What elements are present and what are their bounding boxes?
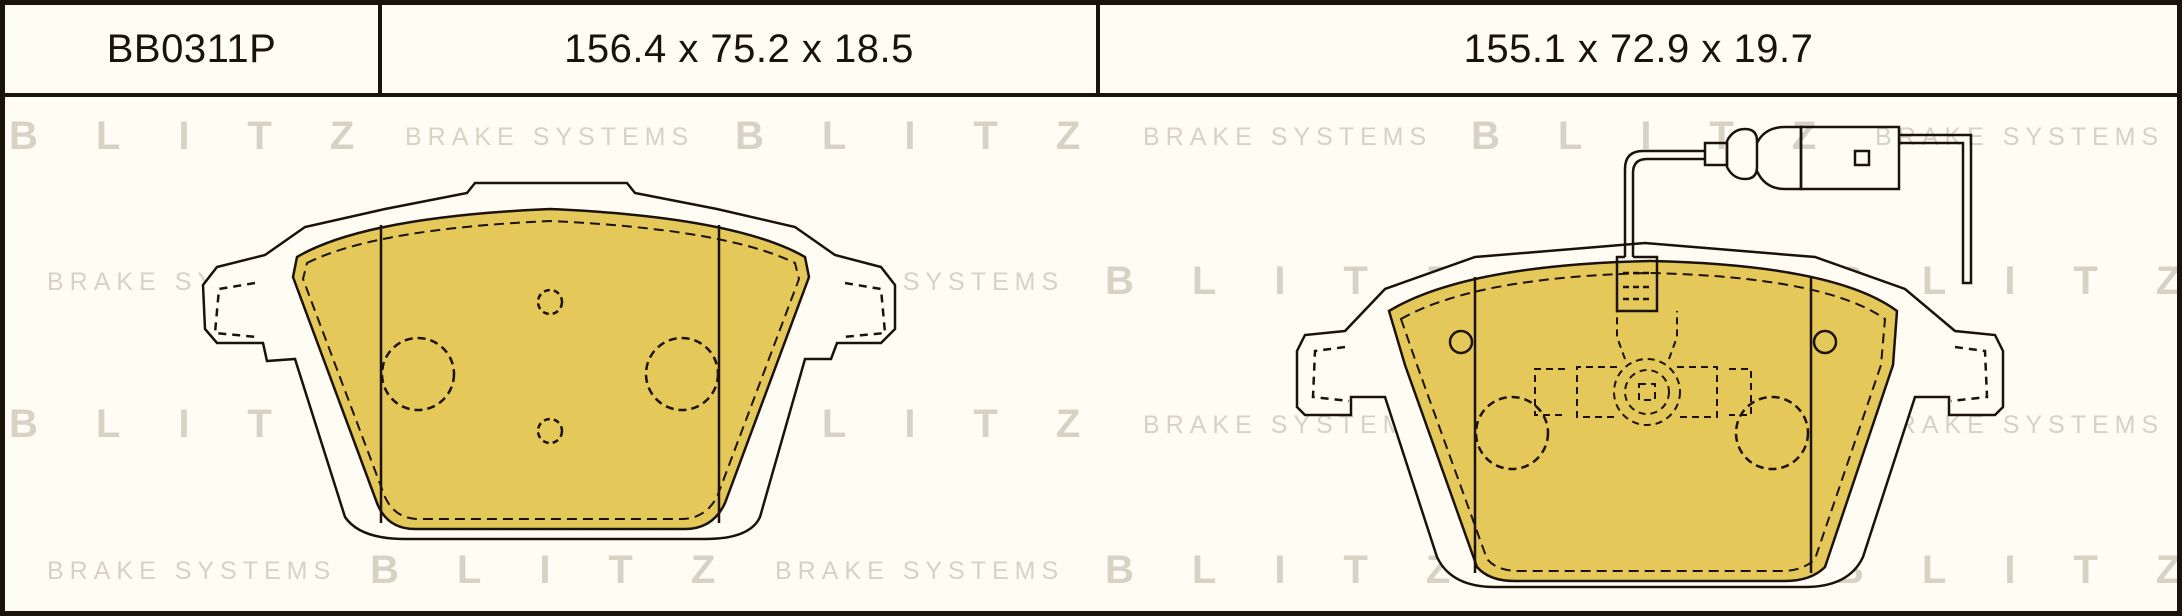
sensor-connector [1799, 125, 1901, 191]
technical-drawing: BLITZ BRAKE SYSTEMS BLITZ BRAKE SYSTEMS … [9, 114, 2177, 592]
left-backing-plate-hidden-edge [213, 281, 887, 339]
watermark-tagline: BRAKE SYSTEMS [1143, 123, 1432, 151]
sensor-grommet [1725, 127, 1759, 181]
watermark-tagline: BRAKE SYSTEMS [1875, 411, 2164, 439]
watermark-brand: BLITZ [1835, 548, 2177, 592]
right-guide-hole [1734, 395, 1810, 471]
sensor-clip [1899, 133, 1973, 285]
sensor-mount [1615, 255, 1659, 313]
right-friction-hidden-outline [1399, 271, 1887, 572]
sensor-mount-detail [1623, 271, 1651, 301]
part-number: BB0311P [5, 5, 382, 93]
left-friction-hidden-outline [301, 219, 801, 520]
watermark-brand: BLITZ [9, 402, 412, 446]
left-anti-noise-pin [536, 417, 564, 445]
watermark-brand: BLITZ [1105, 548, 1508, 592]
header-table: BB0311P 156.4 x 75.2 x 18.5 155.1 x 72.9… [5, 5, 2177, 97]
dimensions-left-pad: 156.4 x 75.2 x 18.5 [382, 5, 1100, 93]
right-backing-plate-hidden-edge [1311, 345, 1989, 403]
right-backplate-boss [1534, 311, 1752, 426]
sensor-wire [1623, 149, 1705, 257]
watermark-tagline: BRAKE SYSTEMS [405, 123, 694, 151]
right-brake-pad [1295, 125, 2005, 589]
sensor-connector-latch [1853, 149, 1871, 167]
right-friction-material [1387, 259, 1899, 583]
right-anti-noise-pin [1448, 329, 1474, 355]
watermark-brand: BLITZ [370, 548, 773, 592]
watermark-brand: BLITZ [735, 402, 1138, 446]
watermark-brand: BLITZ [735, 114, 1138, 158]
wear-sensor [1615, 125, 1973, 313]
left-brake-pad [201, 181, 897, 541]
right-guide-hole [1474, 395, 1550, 471]
left-anti-noise-pin [536, 288, 564, 316]
right-anti-noise-pin [1812, 329, 1838, 355]
watermark-brand: BLITZ [9, 114, 412, 158]
left-friction-material [291, 207, 811, 531]
watermark-row-1: BLITZ BRAKE SYSTEMS BLITZ BRAKE SYSTEMS … [9, 114, 2164, 158]
watermark-tagline: BRAKE SYSTEMS [1143, 411, 1432, 439]
left-guide-hole [644, 336, 720, 412]
dimensions-right-pad: 155.1 x 72.9 x 19.7 [1463, 26, 1814, 71]
watermark-tagline: BRAKE SYSTEMS [1875, 123, 2164, 151]
watermark-tagline: BRAKE SYSTEMS [775, 557, 1064, 585]
left-guide-hole [380, 336, 456, 412]
watermark-tagline: BRAKE SYSTEMS [47, 557, 336, 585]
